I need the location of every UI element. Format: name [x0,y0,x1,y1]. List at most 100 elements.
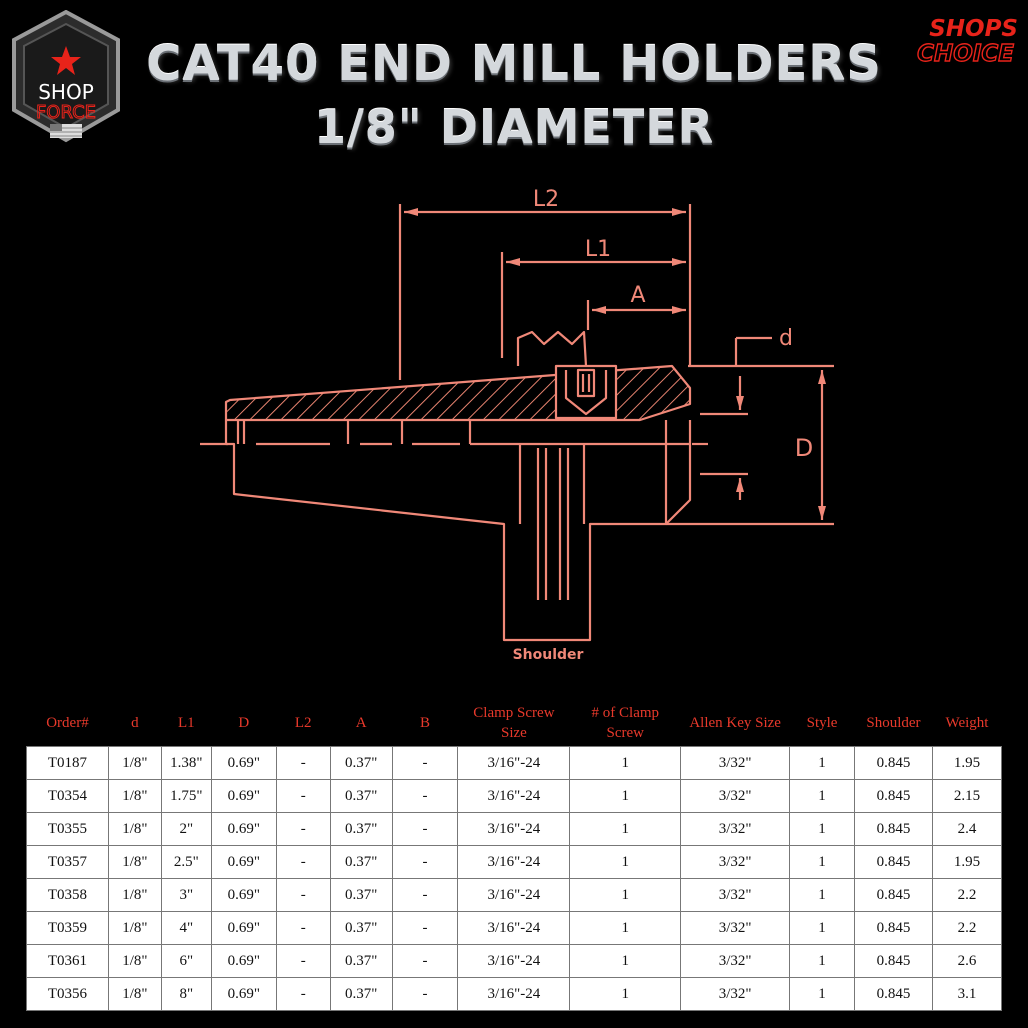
logo-shop-text: SHOP [38,80,94,104]
table-cell: 0.845 [854,977,933,1011]
table-cell: 3/16"-24 [457,977,571,1011]
table-cell: 1/8" [107,779,162,813]
table-cell: 1.95 [931,746,1003,780]
table-cell: T0356 [26,977,109,1011]
column-header: # of Clamp Screw [591,705,660,741]
table-cell: 1 [569,812,682,846]
table-cell: 1 [789,812,855,846]
table-cell: - [275,779,331,813]
table-cell: T0358 [26,878,109,912]
column-header: Style [806,715,838,731]
column-header: Allen Key Size [689,715,781,731]
table-cell: 3/32" [680,944,791,978]
table-cell: 1/8" [107,746,162,780]
table-cell: 6" [160,944,212,978]
table-cell: T0357 [26,845,109,879]
column-header: B [420,715,431,731]
table-cell: 2.4 [931,812,1003,846]
table-cell: 2" [160,812,212,846]
table-cell: - [391,977,459,1011]
table-cell: 1.95 [931,845,1003,879]
column-header: L1 [178,715,195,731]
table-cell: 0.69" [210,812,277,846]
shop-force-logo-graphic: SHOP FORCE [12,9,120,143]
table-cell: 0.845 [854,845,933,879]
table-cell: 1 [569,878,682,912]
table-cell: - [275,878,331,912]
table-cell: 1 [569,746,682,780]
table-cell: T0354 [26,779,109,813]
table-cell: - [275,944,331,978]
table-cell: - [275,911,331,945]
table-cell: 0.37" [329,845,393,879]
table-cell: - [275,977,331,1011]
table-cell: 0.37" [329,977,393,1011]
table-cell: T0359 [26,911,109,945]
table-cell: 2.15 [931,779,1003,813]
column-header: d [131,715,139,731]
table-cell: 1 [569,845,682,879]
column-header: Clamp Screw Size [473,705,555,741]
table-cell: 3/16"-24 [457,779,571,813]
table-cell: 1 [789,746,855,780]
column-header: D [238,715,250,731]
table-cell: 1 [789,878,855,912]
table-cell: 1 [569,911,682,945]
table-cell: 3/16"-24 [457,878,571,912]
logo-shops-text: SHOPS [929,16,1018,42]
column-header: Shoulder [866,715,921,731]
table-cell: 1/8" [107,944,162,978]
table-cell: 3/32" [680,812,791,846]
table-cell: 3/16"-24 [457,911,571,945]
table-cell: 1/8" [107,845,162,879]
table-cell: 1.75" [160,779,212,813]
table-cell: - [391,911,459,945]
table-cell: 0.69" [210,746,277,780]
holder-diagram: L2 L1 A d D Shoulder [190,180,850,670]
table-cell: T0361 [26,944,109,978]
table-cell: 3/16"-24 [457,944,571,978]
table-cell: 0.845 [854,812,933,846]
table-cell: 0.69" [210,977,277,1011]
page-title: CAT40 END MILL HOLDERS [146,36,882,92]
table-cell: 1/8" [107,911,162,945]
column-header: A [355,715,367,731]
page-subtitle: 1/8" DIAMETER [313,100,715,154]
table-cell: 3/32" [680,746,791,780]
table-cell: 0.37" [329,812,393,846]
logo-force-text: FORCE [36,102,96,123]
table-cell: 1 [789,779,855,813]
table-cell: 3" [160,878,212,912]
table-cell: - [275,746,331,780]
table-cell: 1/8" [107,977,162,1011]
table-cell: 1/8" [107,812,162,846]
table-cell: 0.845 [854,911,933,945]
table-cell: - [391,845,459,879]
table-cell: 3/16"-24 [457,746,571,780]
table-cell: 3/32" [680,911,791,945]
table-cell: 0.37" [329,911,393,945]
table-cell: 1 [789,944,855,978]
table-cell: 2.5" [160,845,212,879]
table-cell: 1 [569,779,682,813]
holder-drawing: L2 L1 A d D Shoulder [200,187,834,663]
table-cell: 1 [789,911,855,945]
table-cell: T0187 [26,746,109,780]
table-cell: 0.69" [210,878,277,912]
dim-label-l2: L2 [533,187,559,212]
column-header: Order# [46,715,89,731]
table-cell: 1/8" [107,878,162,912]
table-cell: 3/32" [680,878,791,912]
table-cell: 0.37" [329,944,393,978]
dim-label-d-big: D [795,434,813,462]
shops-choice-logo-graphic: SHOPS CHOICE [916,16,1018,68]
